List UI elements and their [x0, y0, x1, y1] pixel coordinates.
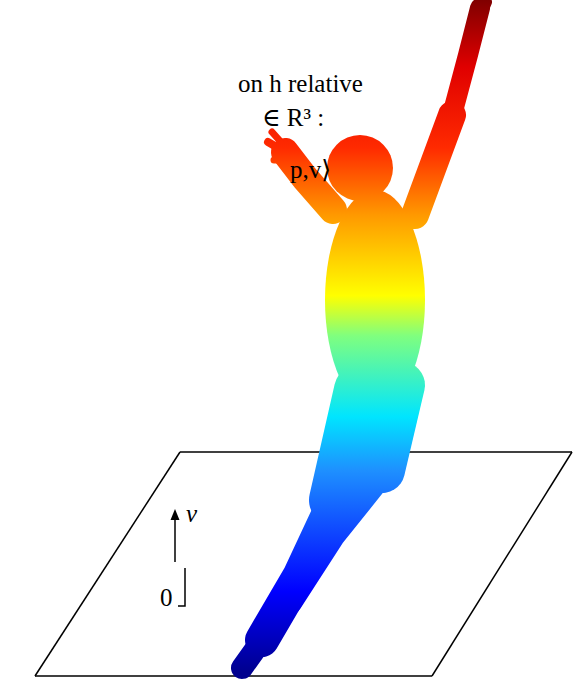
slide-text: ∈ R³ : — [262, 104, 324, 133]
ground-plane — [35, 452, 572, 676]
axis-label: v — [186, 500, 197, 529]
height-axis — [171, 509, 186, 606]
human-figure — [242, 2, 486, 668]
slide-text: on h relative — [238, 70, 363, 99]
axis-label: 0 — [160, 584, 173, 613]
slide-text: p,v⟩ — [290, 156, 331, 185]
